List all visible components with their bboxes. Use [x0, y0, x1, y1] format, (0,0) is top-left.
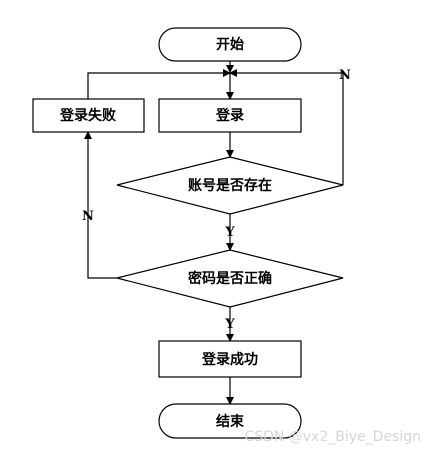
login-fail-node: 登录失败: [32, 98, 145, 133]
watermark-text: CSDN @vx2_Biye_Design: [244, 429, 421, 445]
login-label: 登录: [215, 107, 244, 124]
password-check-label: 密码是否正确: [187, 270, 272, 287]
password-no-label: N: [82, 209, 94, 224]
edge-password-no: [84, 131, 117, 279]
login-node: 登录: [158, 98, 302, 133]
start-label: 开始: [216, 36, 244, 53]
account-check-label: 账号是否存在: [188, 177, 272, 194]
password-check-node: 密码是否正确: [116, 249, 344, 308]
start-node: 开始: [158, 27, 302, 62]
end-node: 结束: [158, 403, 302, 439]
account-check-node: 账号是否存在: [116, 156, 344, 215]
login-success-node: 登录成功: [158, 340, 302, 378]
password-yes-label: Y: [224, 317, 235, 332]
account-yes-label: Y: [224, 225, 235, 240]
edge-account-no: [229, 69, 344, 185]
login-success-label: 登录成功: [201, 351, 258, 368]
account-no-label: N: [339, 68, 351, 83]
end-label: 结束: [216, 413, 245, 430]
edge-fail-to-merge: [87, 69, 231, 99]
login-fail-label: 登录失败: [59, 107, 117, 124]
